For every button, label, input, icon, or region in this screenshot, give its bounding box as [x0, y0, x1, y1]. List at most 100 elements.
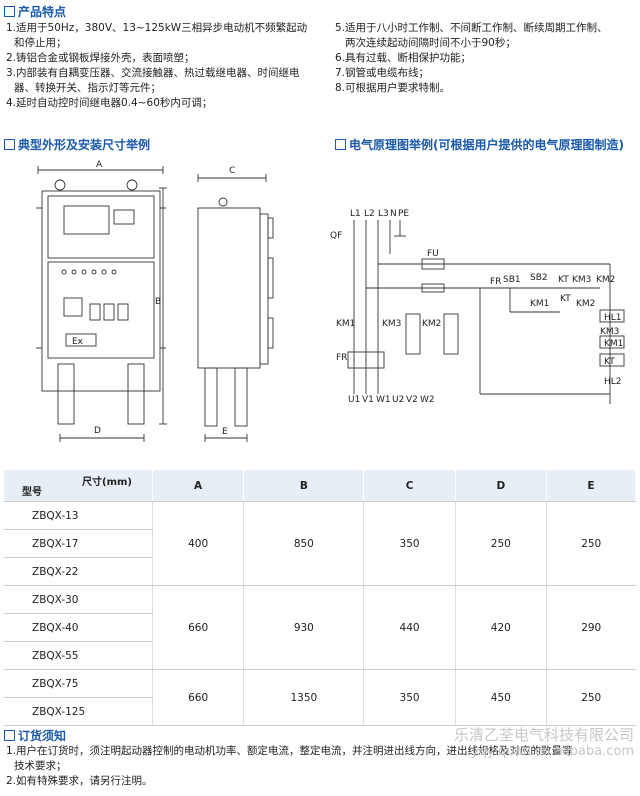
- label-kt: KT: [558, 275, 569, 285]
- dim-label-c: C: [229, 166, 235, 176]
- table-corner-header: 尺寸(mm) 型号: [4, 470, 153, 502]
- label-v1: V1: [362, 395, 374, 405]
- section-marker-icon: [4, 730, 15, 741]
- feature-line: 8.可根据用户要求特制。: [335, 82, 451, 94]
- feature-line: 3.内部装有自耦变压器、交流接触器、热过载继电器、时间继电: [6, 67, 300, 79]
- note-line: 1.用户在订货时，须注明起动器控制的电动机功率、额定电流，整定电流，并注明进出线…: [6, 745, 573, 757]
- feature-line: 器、转换开关、指示灯等元件；: [14, 82, 161, 94]
- corner-size-label: 尺寸(mm): [82, 477, 132, 488]
- feature-line: 6.具有过载、断相保护功能；: [335, 52, 472, 64]
- model-cell: ZBQX-55: [4, 641, 153, 670]
- dimension-spec-table: 尺寸(mm) 型号 A B C D E ZBQX-13 400 850 350 …: [4, 470, 637, 726]
- table-row: ZBQX-22: [4, 557, 636, 586]
- value-cell-e: 290: [545, 585, 636, 670]
- value-cell-b: 930: [243, 585, 364, 670]
- label-l2: L2: [364, 209, 375, 219]
- label-kt-coil: KT: [604, 357, 615, 367]
- label-km3-main: KM3: [382, 319, 401, 329]
- label-km2: KM2: [596, 275, 615, 285]
- label-n: N: [390, 209, 397, 219]
- label-km1-main: KM1: [336, 319, 355, 329]
- column-header-b: B: [243, 470, 365, 502]
- order-notes: 1.用户在订货时，须注明起动器控制的电动机功率、额定电流，整定电流，并注明进出线…: [6, 744, 573, 789]
- feature-line: 7.钢管或电缆布线；: [335, 67, 430, 79]
- dim-label-e: E: [222, 427, 228, 437]
- label-fr-relay: FR: [336, 353, 347, 363]
- label-km1-coil: KM1: [604, 339, 623, 349]
- label-w1: W1: [376, 395, 391, 405]
- value-cell-a: 400: [151, 501, 244, 586]
- value-cell-d: 250: [454, 501, 547, 586]
- column-header-e: E: [546, 470, 637, 502]
- features-title: 产品特点: [4, 3, 66, 20]
- column-header-c: C: [363, 470, 456, 502]
- table-row: ZBQX-125: [4, 697, 636, 726]
- section-marker-icon: [335, 139, 346, 150]
- dim-label-a: A: [96, 160, 103, 170]
- value-cell-b: 1350: [243, 669, 364, 726]
- electrical-schematic: L1 L2 L3 N PE QF FU FR SB1 SB2 KT KM3 KM…: [330, 209, 625, 405]
- note-line: 技术要求；: [14, 760, 67, 772]
- label-hl2: HL2: [604, 377, 622, 387]
- feature-line: 2.铸铝合金或钢板焊接外壳，表面喷塑；: [6, 52, 195, 64]
- model-cell: ZBQX-17: [4, 529, 153, 558]
- value-cell-a: 660: [151, 669, 244, 726]
- value-cell-c: 350: [363, 669, 456, 726]
- value-cell-d: 420: [454, 585, 547, 670]
- table-row: ZBQX-40: [4, 613, 636, 642]
- section-marker-icon: [4, 139, 15, 150]
- label-pe: PE: [398, 209, 409, 219]
- model-cell: ZBQX-125: [4, 697, 153, 726]
- feature-line: 1.适用于50Hz，380V、13~125kW三相异步电动机不频繁起动: [6, 22, 308, 34]
- label-km3-coil: KM3: [600, 327, 619, 337]
- value-cell-a: 660: [151, 585, 244, 670]
- dim-label-d: D: [94, 426, 101, 436]
- feature-line: 和停止用；: [14, 37, 67, 49]
- note-line: 2.如有特殊要求，请另行注明。: [6, 775, 153, 787]
- label-u2: U2: [392, 395, 404, 405]
- dimension-drawing: A Ex B D C E: [36, 160, 274, 442]
- table-row: ZBQX-30 660 930 440 420 290: [4, 585, 636, 670]
- label-sb2: SB2: [530, 273, 548, 283]
- label-fu: FU: [427, 249, 439, 259]
- label-km2-contact: KM2: [576, 299, 595, 309]
- table-row: ZBQX-55: [4, 641, 636, 670]
- model-cell: ZBQX-75: [4, 669, 153, 698]
- label-w2: W2: [420, 395, 435, 405]
- dim-label-b: B: [155, 297, 161, 307]
- features-right-list: 5.适用于八小时工作制、不间断工作制、断续周期工作制、 两次连续起动间隔时间不小…: [335, 21, 608, 96]
- model-cell: ZBQX-22: [4, 557, 153, 586]
- value-cell-c: 350: [363, 501, 456, 586]
- table-row: ZBQX-13 400 850 350 250 250: [4, 501, 636, 586]
- label-kt-contact: KT: [560, 294, 571, 304]
- column-header-d: D: [455, 470, 547, 502]
- value-cell-e: 250: [545, 501, 636, 586]
- feature-line: 两次连续起动间隔时间不小于90秒；: [345, 37, 516, 49]
- label-fr-contact: FR: [490, 277, 501, 287]
- label-hl1: HL1: [604, 313, 622, 323]
- value-cell-b: 850: [243, 501, 364, 586]
- dimensions-title: 典型外形及安装尺寸举例: [4, 136, 150, 153]
- watermark-company: 乐清乙荃电气科技有限公司: [453, 726, 634, 744]
- model-cell: ZBQX-40: [4, 613, 153, 642]
- feature-line: 5.适用于八小时工作制、不间断工作制、断续周期工作制、: [335, 22, 608, 34]
- label-km2-main: KM2: [422, 319, 441, 329]
- value-cell-c: 440: [363, 585, 456, 670]
- table-header-row: 尺寸(mm) 型号 A B C D E: [4, 470, 637, 502]
- table-row: ZBQX-75 660 1350 350 450 250: [4, 669, 636, 726]
- watermark-url: yqyiquan.cn.alibaba.com: [470, 744, 634, 759]
- value-cell-d: 450: [454, 669, 547, 726]
- feature-line: 4.延时自动控时间继电器0.4~60秒内可调；: [6, 97, 213, 109]
- label-l1: L1: [350, 209, 361, 219]
- model-cell: ZBQX-30: [4, 585, 153, 614]
- model-cell: ZBQX-13: [4, 501, 153, 530]
- corner-model-label: 型号: [22, 487, 42, 498]
- section-marker-icon: [4, 6, 15, 17]
- features-left-list: 1.适用于50Hz，380V、13~125kW三相异步电动机不频繁起动 和停止用…: [6, 21, 307, 111]
- label-v2: V2: [406, 395, 418, 405]
- label-qf: QF: [330, 231, 342, 241]
- label-km3: KM3: [572, 275, 591, 285]
- label-u1: U1: [348, 395, 360, 405]
- label-km1-contact: KM1: [530, 299, 549, 309]
- column-header-a: A: [152, 470, 245, 502]
